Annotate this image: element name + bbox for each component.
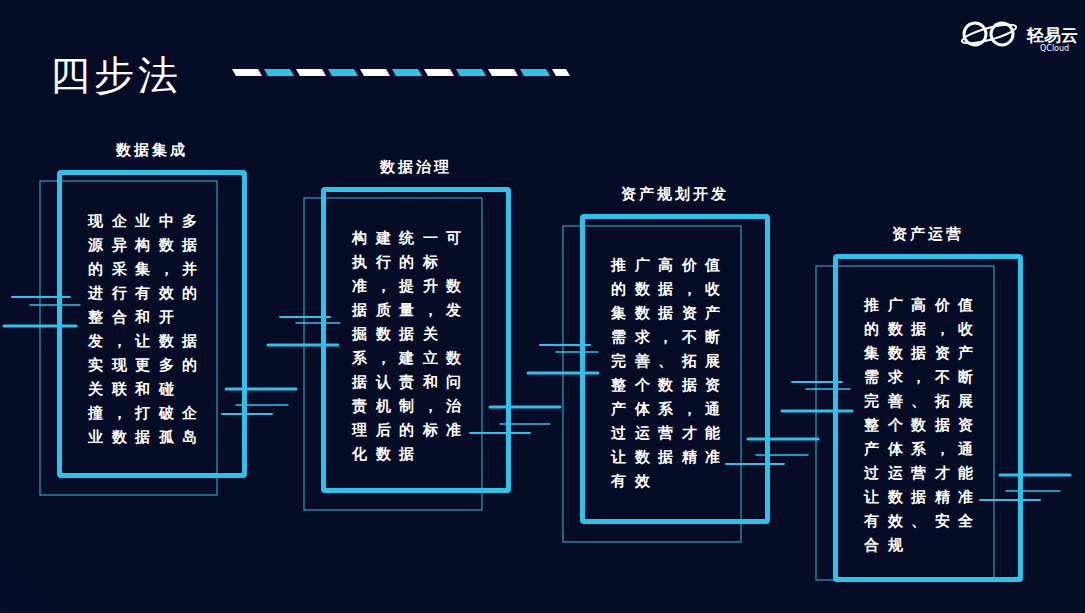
step-description: 推广高价值的数据，收集数据资产需求，不断完善、拓展整个数据资产体系，通过运营才能… <box>864 293 992 557</box>
logo-mark <box>960 21 1017 47</box>
step-box: 资产运营推广高价值的数据，收集数据资产需求，不断完善、拓展整个数据资产体系，通过… <box>833 254 1023 582</box>
step-description: 现企业中多源异构数据的采集，并进行有效的整合和开发，让数据实现更多的关联和碰撞，… <box>88 209 216 449</box>
step-heading: 资产规划开发 <box>585 185 765 204</box>
step-box: 数据集成现企业中多源异构数据的采集，并进行有效的整合和开发，让数据实现更多的关联… <box>57 170 247 478</box>
title-stripes <box>232 69 570 76</box>
step-box: 数据治理构建统一可执行的标准，提升数据质量，发掘数据关系，建立数据认责和问责机制… <box>321 187 511 493</box>
step-box: 资产规划开发推广高价值的数据，收集数据资产需求，不断完善、拓展整个数据资产体系，… <box>580 214 770 524</box>
step-heading: 数据治理 <box>326 158 506 177</box>
thin-frames <box>40 181 994 580</box>
step-description: 构建统一可执行的标准，提升数据质量，发掘数据关系，建立数据认责和问责机制，治理后… <box>352 226 480 466</box>
logo-text: 轻易云 <box>1027 24 1078 47</box>
slide-title: 四步法 <box>50 48 182 103</box>
step-heading: 资产运营 <box>838 225 1018 244</box>
step-description: 推广高价值的数据，收集数据资产需求，不断完善、拓展整个数据资产体系，通过运营才能… <box>611 253 739 493</box>
step-heading: 数据集成 <box>62 141 242 160</box>
logo-text: QCloud <box>1040 44 1069 53</box>
